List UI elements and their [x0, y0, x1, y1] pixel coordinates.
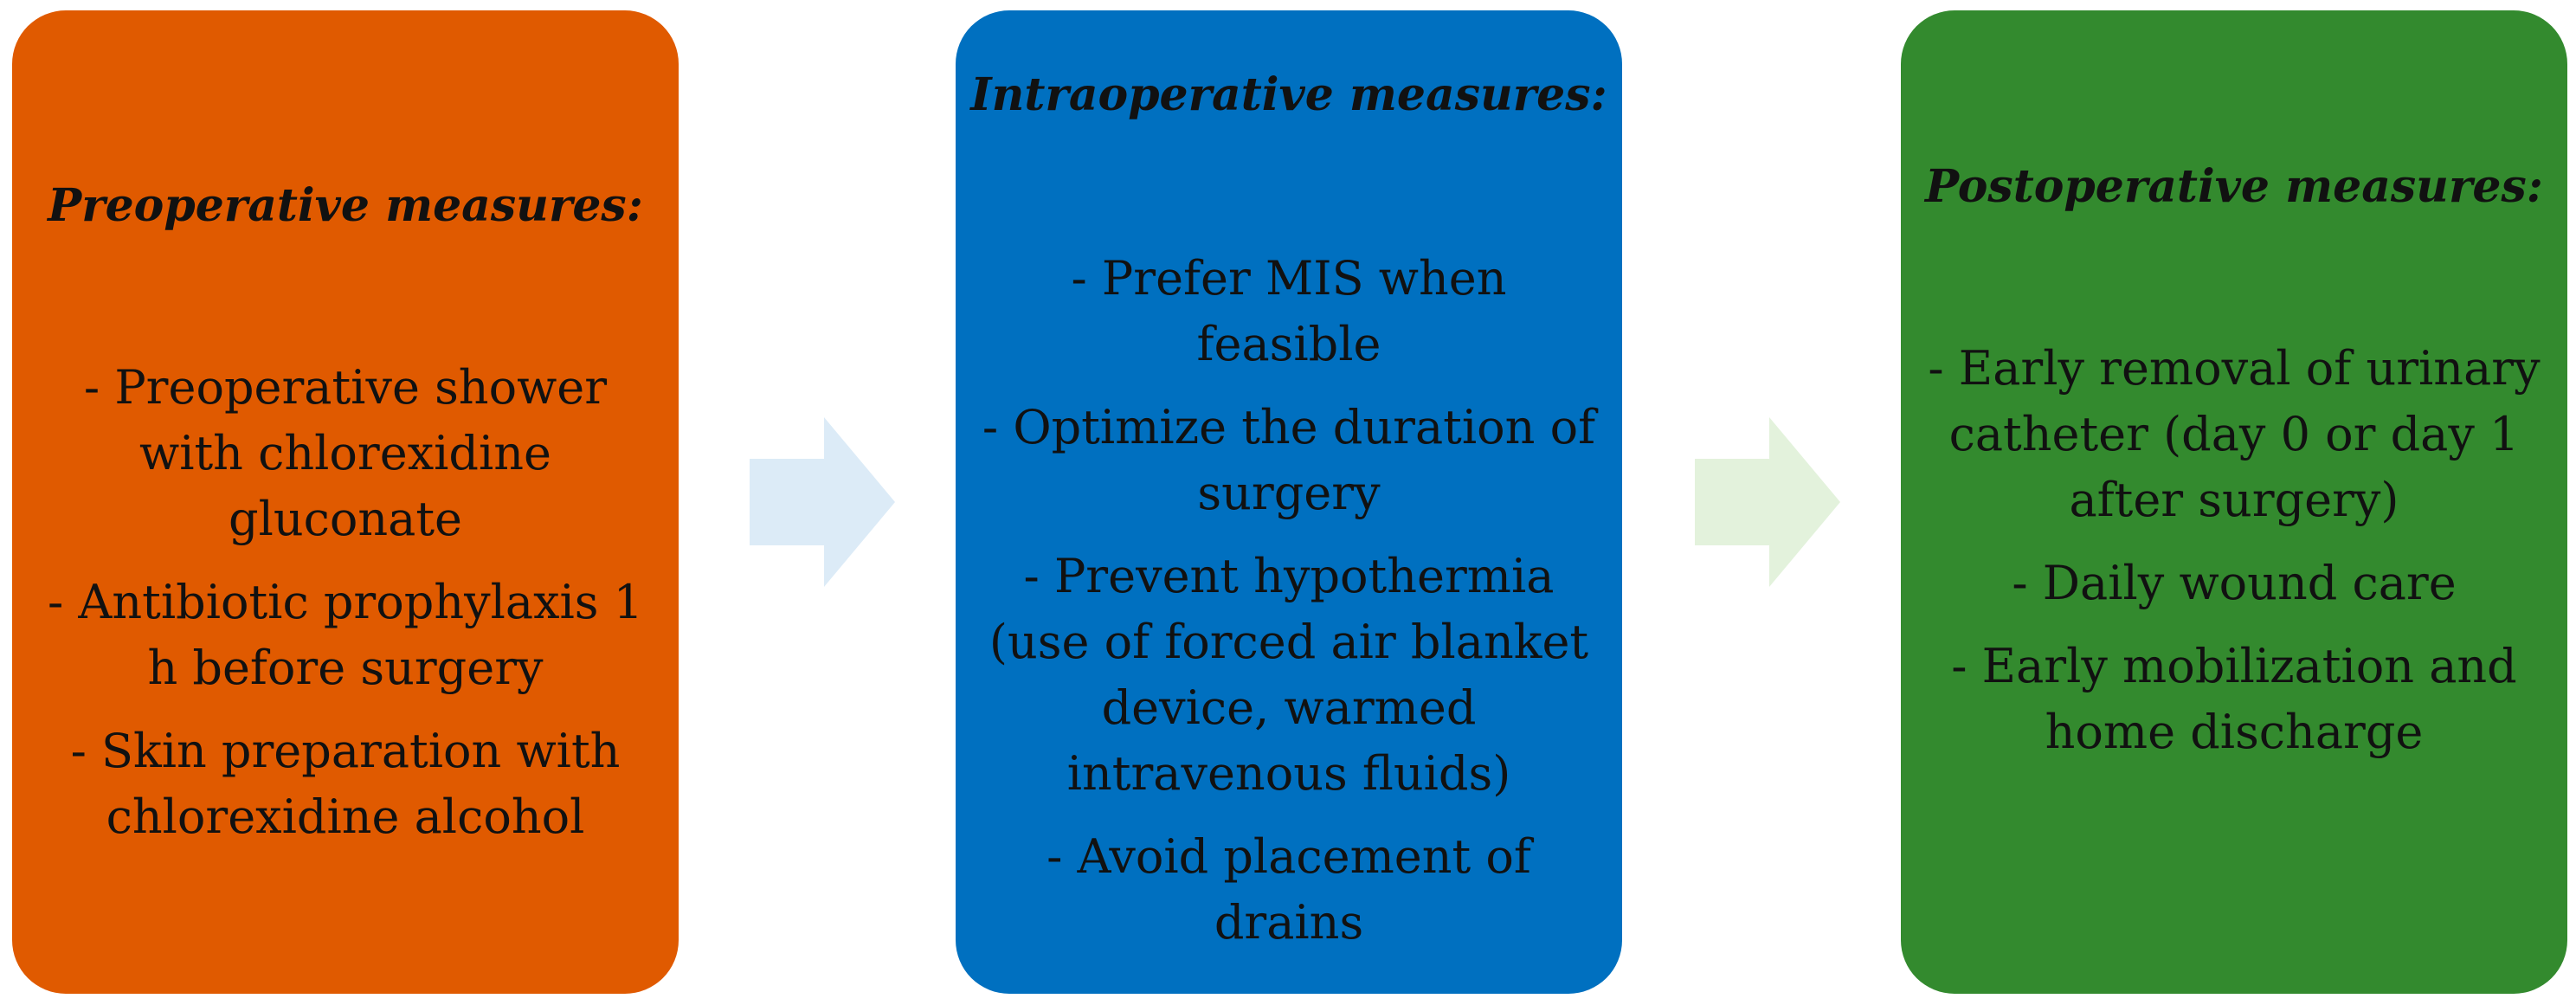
- intraoperative-list: - Prefer MIS when feasible - Optimize th…: [973, 246, 1605, 973]
- intraoperative-title: Intraoperative measures:: [970, 68, 1607, 121]
- right-arrow-icon: [750, 417, 895, 587]
- list-item: - Avoid placement of drains: [1046, 829, 1531, 950]
- preoperative-list: - Preoperative shower with chlorexidine …: [29, 355, 661, 867]
- list-item: - Early removal of urinary catheter (day…: [1928, 341, 2541, 527]
- right-arrow-icon: [1695, 417, 1840, 587]
- list-item: - Skin preparation with chlorexidine alc…: [70, 724, 621, 844]
- postoperative-list: - Early removal of urinary catheter (day…: [1918, 336, 2550, 783]
- intraoperative-box: Intraoperative measures: - Prefer MIS wh…: [956, 10, 1622, 994]
- postoperative-title: Postoperative measures:: [1925, 160, 2543, 213]
- preoperative-box: Preoperative measures: - Preoperative sh…: [12, 10, 679, 994]
- list-item: - Prefer MIS when feasible: [1071, 251, 1507, 371]
- list-item: - Preoperative shower with chlorexidine …: [83, 360, 608, 546]
- preoperative-title: Preoperative measures:: [48, 179, 643, 232]
- list-item: - Prevent hypothermia (use of forced air…: [989, 549, 1589, 801]
- list-item: - Early mobilization and home discharge: [1951, 639, 2517, 759]
- list-item: - Optimize the duration of surgery: [982, 400, 1596, 520]
- postoperative-box: Postoperative measures: - Early removal …: [1901, 10, 2567, 994]
- list-item: - Daily wound care: [2012, 556, 2457, 610]
- list-item: - Antibiotic prophylaxis 1 h before surg…: [47, 575, 644, 695]
